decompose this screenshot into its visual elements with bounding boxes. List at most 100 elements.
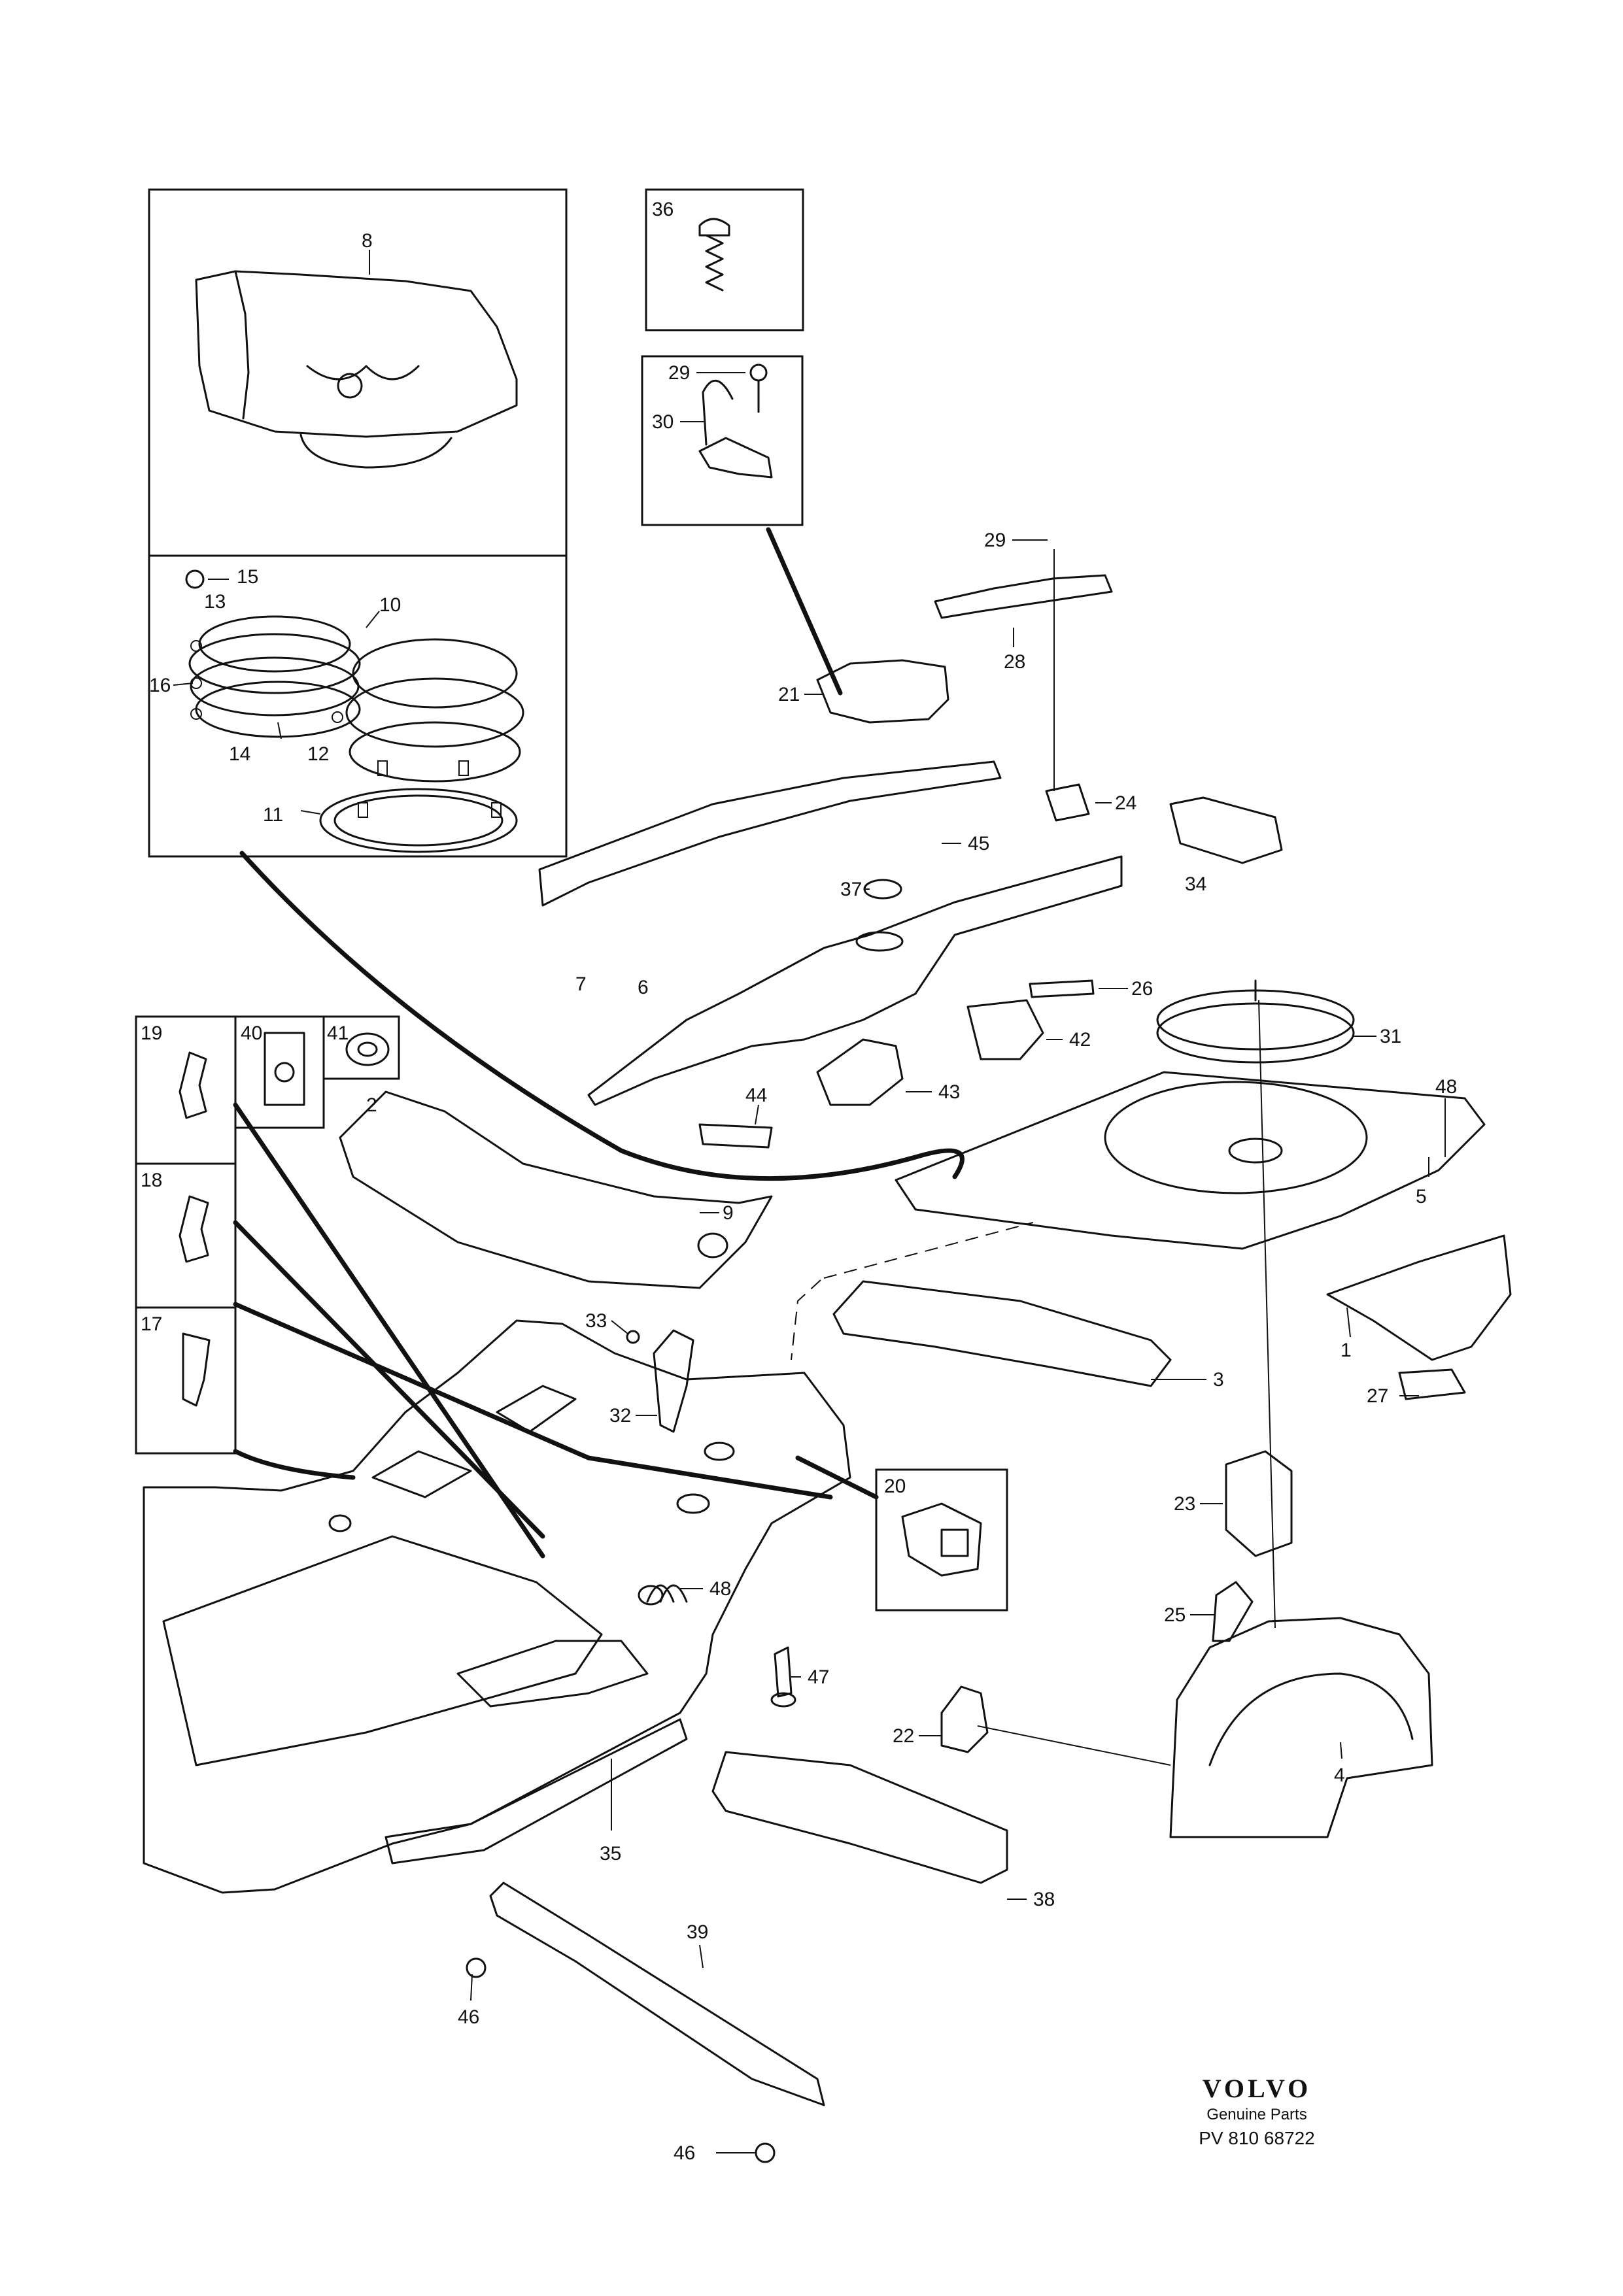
callout-33: 33 xyxy=(585,1310,607,1332)
callout-14: 14 xyxy=(229,743,250,765)
part-31-drawing xyxy=(1156,979,1355,1064)
volvo-logo: VOLVO xyxy=(1202,2074,1312,2103)
part-41-box xyxy=(322,1015,400,1080)
callout-23: 23 xyxy=(1174,1493,1195,1515)
callout-20: 20 xyxy=(884,1476,906,1497)
callout-38: 38 xyxy=(1033,1889,1055,1910)
part-3-drawing xyxy=(832,1280,1172,1387)
part-46-lower-drawing xyxy=(755,2142,776,2163)
callout-44: 44 xyxy=(745,1085,767,1106)
part-37-drawing xyxy=(863,879,902,900)
callout-42: 42 xyxy=(1069,1029,1091,1051)
part-28-drawing xyxy=(934,574,1113,619)
clip-boxes-17-19 xyxy=(135,1015,237,1455)
part-29-30-box xyxy=(641,355,804,526)
callout-3: 3 xyxy=(1213,1369,1224,1391)
callout-46b: 46 xyxy=(674,2142,695,2164)
part-36-box xyxy=(645,188,804,331)
part-38-drawing xyxy=(711,1751,1008,1884)
callout-12: 12 xyxy=(307,743,329,765)
floor-pan-drawing xyxy=(143,1319,851,1894)
callout-9: 9 xyxy=(723,1202,734,1224)
callout-34: 34 xyxy=(1185,873,1206,895)
callout-24: 24 xyxy=(1115,792,1136,814)
callout-7: 7 xyxy=(575,973,587,995)
callout-48a: 48 xyxy=(1435,1076,1457,1098)
callout-15: 15 xyxy=(237,566,258,588)
part-5-drawing xyxy=(895,1071,1486,1250)
callout-1: 1 xyxy=(1341,1340,1352,1361)
callout-26: 26 xyxy=(1131,978,1153,1000)
callout-21: 21 xyxy=(778,684,800,705)
part-33-drawing xyxy=(626,1330,640,1344)
callout-40: 40 xyxy=(241,1022,262,1044)
part-26-drawing xyxy=(1029,979,1095,998)
callout-5: 5 xyxy=(1416,1186,1427,1207)
leader-lines xyxy=(470,539,1446,2153)
callout-13: 13 xyxy=(204,591,226,613)
callout-39: 39 xyxy=(687,1921,708,1943)
callout-18: 18 xyxy=(141,1170,162,1191)
callout-29b: 29 xyxy=(984,530,1006,551)
part-46-upper-drawing xyxy=(466,1957,487,1978)
part-25-drawing xyxy=(1212,1581,1254,1642)
part-21-drawing xyxy=(816,659,949,724)
guide-lines xyxy=(791,549,1276,1766)
part-6-drawing xyxy=(587,855,1123,1106)
brand-subtitle: Genuine Parts xyxy=(1206,2106,1307,2123)
part-27-drawing xyxy=(1398,1368,1466,1400)
document-reference: PV 810 68722 xyxy=(1199,2128,1315,2148)
callout-17: 17 xyxy=(141,1313,162,1335)
part-23-drawing xyxy=(1225,1450,1293,1557)
brand-block: VOLVO Genuine Parts xyxy=(1191,2072,1322,2125)
callout-22: 22 xyxy=(893,1725,914,1747)
callout-43: 43 xyxy=(938,1081,960,1103)
callout-35: 35 xyxy=(600,1843,621,1865)
part-2-drawing xyxy=(339,1090,773,1289)
part-8-drawing xyxy=(195,250,518,469)
part-34-drawing xyxy=(1169,796,1283,864)
callout-37: 37 xyxy=(840,879,862,900)
part-20-box xyxy=(875,1468,1008,1612)
callout-19: 19 xyxy=(141,1022,162,1044)
part-47-drawing xyxy=(770,1646,796,1708)
callout-36: 36 xyxy=(652,199,674,220)
callout-29a: 29 xyxy=(668,362,690,384)
part-32-drawing xyxy=(653,1329,694,1433)
callout-8: 8 xyxy=(362,230,373,252)
callout-11: 11 xyxy=(263,804,283,826)
callout-32: 32 xyxy=(609,1405,631,1427)
callout-31: 31 xyxy=(1380,1026,1401,1047)
callout-28: 28 xyxy=(1004,651,1025,673)
part-42-drawing xyxy=(966,999,1044,1060)
callout-6: 6 xyxy=(638,977,649,998)
connector-lines xyxy=(233,527,965,1559)
callout-10: 10 xyxy=(379,594,401,616)
callout-45: 45 xyxy=(968,833,989,854)
spare-wheel-inset-box xyxy=(148,188,568,858)
callout-labels: 1 2 3 4 5 6 7 8 9 10 11 12 13 14 15 16 1… xyxy=(141,199,1457,2164)
part-44-drawing xyxy=(698,1123,773,1149)
callout-48b: 48 xyxy=(709,1578,731,1600)
callout-46a: 46 xyxy=(458,2006,479,2028)
part-39-drawing xyxy=(489,1882,825,2106)
callout-47: 47 xyxy=(808,1666,829,1688)
callout-4: 4 xyxy=(1334,1764,1345,1786)
callout-41: 41 xyxy=(327,1022,349,1044)
part-1-drawing xyxy=(1326,1234,1512,1361)
callout-30: 30 xyxy=(652,411,674,433)
part-22-drawing xyxy=(940,1685,989,1753)
callout-16: 16 xyxy=(149,675,171,696)
callout-2: 2 xyxy=(366,1094,377,1116)
part-24-drawing xyxy=(1045,783,1090,822)
part-43-drawing xyxy=(816,1038,904,1106)
callout-27: 27 xyxy=(1367,1385,1388,1407)
part-7-drawing xyxy=(538,760,1002,907)
callout-25: 25 xyxy=(1164,1604,1186,1626)
part-4-drawing xyxy=(1169,1617,1433,1838)
part-6-detail xyxy=(855,931,904,952)
part-10-16-drawing xyxy=(173,569,524,853)
part-35-drawing xyxy=(384,1718,688,1865)
